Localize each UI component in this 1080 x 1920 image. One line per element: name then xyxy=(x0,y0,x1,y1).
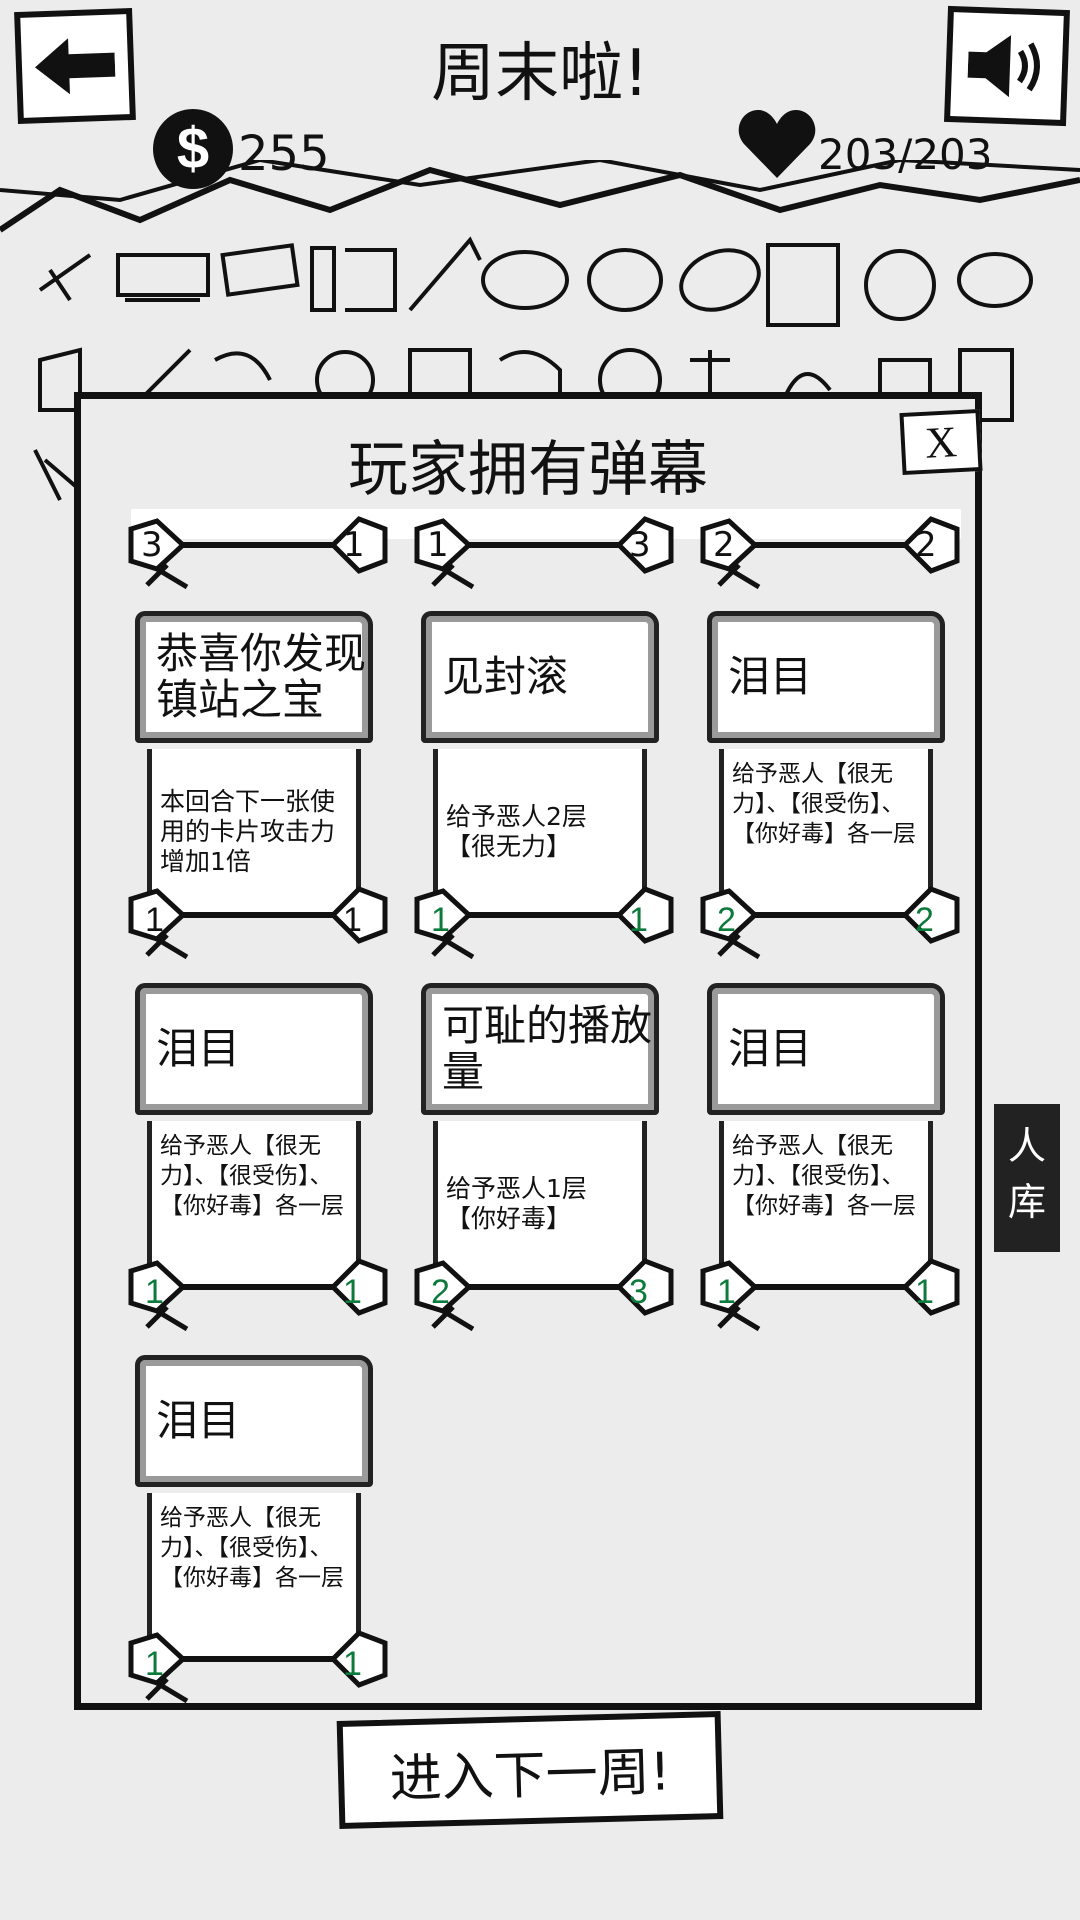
svg-text:$: $ xyxy=(177,116,209,181)
cost-badge: 2 xyxy=(431,1273,450,1311)
arrow-left-icon xyxy=(35,38,116,95)
cost-badge: 1 xyxy=(717,1273,736,1311)
card-description: 给予恶人1层【你好毒】 xyxy=(433,1121,647,1287)
partial-card-row-item[interactable]: 2 2 xyxy=(699,511,961,590)
sound-button[interactable] xyxy=(944,5,1070,127)
cost-badge: 2 xyxy=(713,525,735,565)
power-badge: 2 xyxy=(915,901,934,939)
power-badge: 1 xyxy=(629,901,648,939)
power-badge: 1 xyxy=(915,1273,934,1311)
cost-badge: 1 xyxy=(145,1273,164,1311)
panel-title: 玩家拥有弹幕 xyxy=(348,435,708,505)
power-badge: 1 xyxy=(343,1645,362,1683)
card-description: 给予恶人【很无力】、【很受伤】、【你好毒】各一层 xyxy=(719,1121,933,1287)
cost-badge: 1 xyxy=(145,901,164,939)
card-description: 给予恶人【很无力】、【很受伤】、【你好毒】各一层 xyxy=(719,749,933,915)
coin-icon: $ xyxy=(153,109,233,189)
card-footer xyxy=(414,886,674,960)
danmaku-card[interactable]: 可耻的播放量给予恶人1层【你好毒】2 3 xyxy=(413,975,675,1332)
close-icon: X xyxy=(923,416,959,468)
power-badge: 3 xyxy=(629,525,651,565)
scroll-edge xyxy=(131,509,961,539)
power-badge: 3 xyxy=(629,1273,648,1311)
back-button[interactable] xyxy=(14,7,136,125)
side-tab[interactable]: 人库 xyxy=(994,1104,1060,1252)
cost-badge: 1 xyxy=(431,901,450,939)
card-title: 见封滚 xyxy=(421,611,659,743)
card-description: 本回合下一张使用的卡片攻击力增加1倍 xyxy=(147,749,361,915)
cost-badge: 1 xyxy=(145,1645,164,1683)
power-badge: 2 xyxy=(915,525,937,565)
card-title: 恭喜你发现镇站之宝 xyxy=(135,611,373,743)
cost-badge: 3 xyxy=(141,525,163,565)
card-footer xyxy=(128,516,388,590)
close-button[interactable]: X xyxy=(899,408,983,476)
card-title: 泪目 xyxy=(135,983,373,1115)
partial-card-row-item[interactable]: 1 3 xyxy=(413,511,675,590)
card-description: 给予恶人【很无力】、【很受伤】、【你好毒】各一层 xyxy=(147,1121,361,1287)
cost-badge: 2 xyxy=(717,901,736,939)
card-description: 给予恶人【很无力】、【很受伤】、【你好毒】各一层 xyxy=(147,1493,361,1659)
card-footer xyxy=(700,1258,960,1332)
card-title: 泪目 xyxy=(707,611,945,743)
owned-danmaku-panel: 玩家拥有弹幕 X 3 1 1 3 2 2 恭喜你发现镇站之宝本回合下一张使用的卡… xyxy=(74,392,983,1710)
card-footer xyxy=(700,516,960,590)
card-footer xyxy=(128,1630,388,1704)
card-footer xyxy=(414,1258,674,1332)
coin-count: 255 xyxy=(238,126,330,182)
doodle-strip xyxy=(0,160,1080,501)
power-badge: 1 xyxy=(343,1273,362,1311)
heart-icon xyxy=(738,110,816,178)
card-title: 泪目 xyxy=(135,1355,373,1487)
page-title: 周末啦! xyxy=(431,37,649,111)
power-badge: 1 xyxy=(343,901,362,939)
card-footer xyxy=(700,886,960,960)
card-footer xyxy=(414,516,674,590)
partial-card-row-item[interactable]: 3 1 xyxy=(127,511,389,590)
speaker-icon xyxy=(967,35,1040,98)
cost-badge: 1 xyxy=(427,525,449,565)
danmaku-card[interactable]: 见封滚给予恶人2层【很无力】1 1 xyxy=(413,603,675,960)
power-badge: 1 xyxy=(343,525,365,565)
next-week-button[interactable]: 进入下一周! xyxy=(336,1710,724,1830)
card-footer xyxy=(128,1258,388,1332)
card-footer xyxy=(128,886,388,960)
card-title: 可耻的播放量 xyxy=(421,983,659,1115)
card-title: 泪目 xyxy=(707,983,945,1115)
card-description: 给予恶人2层【很无力】 xyxy=(433,749,647,915)
